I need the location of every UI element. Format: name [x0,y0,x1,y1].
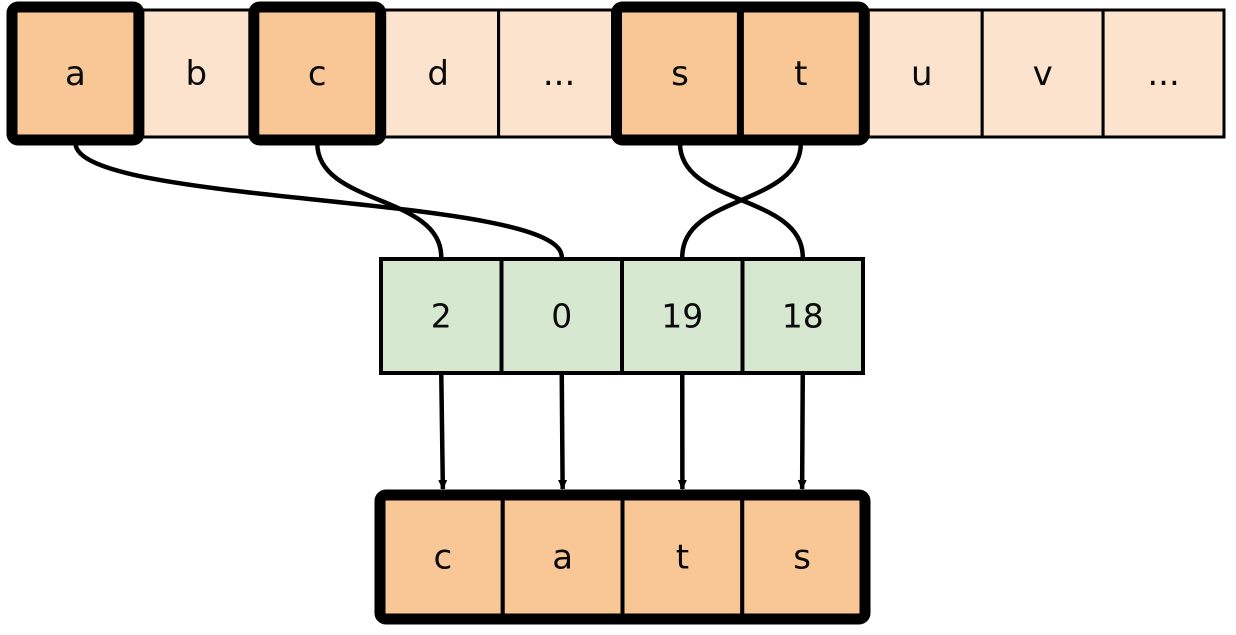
alphabet-cell-d[interactable] [376,8,501,139]
arrow-link-3-to-3 [797,372,807,490]
result-cell-t[interactable] [620,496,745,618]
alphabet-cell-a[interactable] [13,8,138,139]
alphabet-cell-ellipsis-9[interactable] [1101,8,1226,139]
index-cell-0[interactable] [499,257,624,375]
alphabet-cell-c[interactable] [255,8,380,139]
curve-link-a-to-0 [73,140,564,260]
alphabet-cell-u[interactable] [859,8,984,139]
index-cell-19[interactable] [620,257,745,375]
alphabet-cell-b[interactable] [134,8,259,139]
alphabet-cell-t[interactable] [738,8,863,139]
index-row [379,257,865,375]
arrow-link-0-to-0 [438,372,448,490]
result-row [374,489,871,625]
curve-link-c-to-2 [315,140,444,260]
alphabet-highlight-border-0 [6,1,145,146]
alphabet-cell-s[interactable] [618,8,742,139]
result-cell-a[interactable] [500,496,625,618]
alphabet-highlight-border-1 [248,1,387,146]
alphabet-highlight-borders [6,1,870,146]
index-cell-2[interactable] [379,257,504,375]
curve-links [73,140,805,260]
index-cell-18[interactable] [740,257,865,375]
alphabet-cell-ellipsis-4[interactable] [497,8,622,139]
result-cell-s[interactable] [740,496,864,618]
result-cell-c[interactable] [381,496,505,618]
alphabet-cell-v[interactable] [980,8,1105,139]
result-row-outer-border [374,489,871,625]
curve-link-s-to-18 [677,140,805,260]
arrow-link-1-to-1 [558,372,568,490]
arrow-links [438,372,807,490]
alphabet-highlight-border-2 [611,1,870,146]
